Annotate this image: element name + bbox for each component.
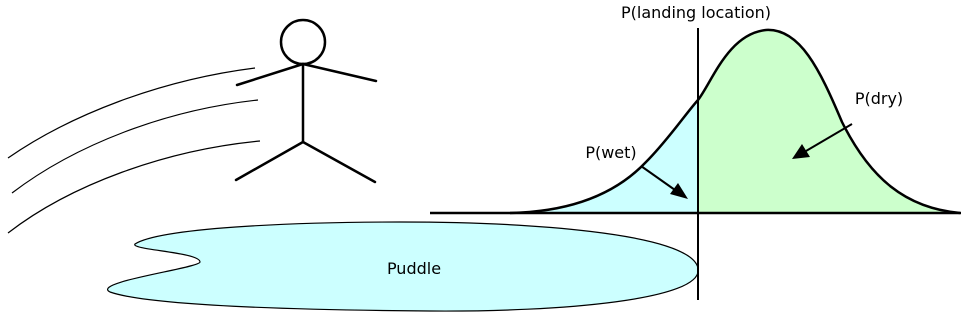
- stick-figure-arm-left: [235, 62, 305, 87]
- motion-line-2: [11, 99, 259, 194]
- dry-label: P(dry): [855, 89, 903, 108]
- motion-lines: [7, 67, 261, 234]
- wet-label: P(wet): [585, 143, 636, 162]
- stick-figure-leg-right: [301, 140, 377, 184]
- dry-region: [698, 29, 955, 214]
- stick-figure-arm-right: [301, 62, 378, 83]
- motion-line-1: [7, 67, 256, 159]
- wet-arrow: [640, 165, 688, 199]
- dry-arrow: [792, 123, 853, 159]
- stick-figure: [234, 18, 378, 184]
- puddle-label: Puddle: [387, 259, 441, 278]
- wet-region: [530, 100, 698, 213]
- motion-line-3: [7, 140, 261, 234]
- stick-figure-leg-left: [234, 140, 305, 182]
- stick-figure-head: [279, 18, 327, 66]
- density-curve: [509, 28, 961, 215]
- puddle-shape: [106, 221, 699, 312]
- curve-title: P(landing location): [621, 3, 771, 22]
